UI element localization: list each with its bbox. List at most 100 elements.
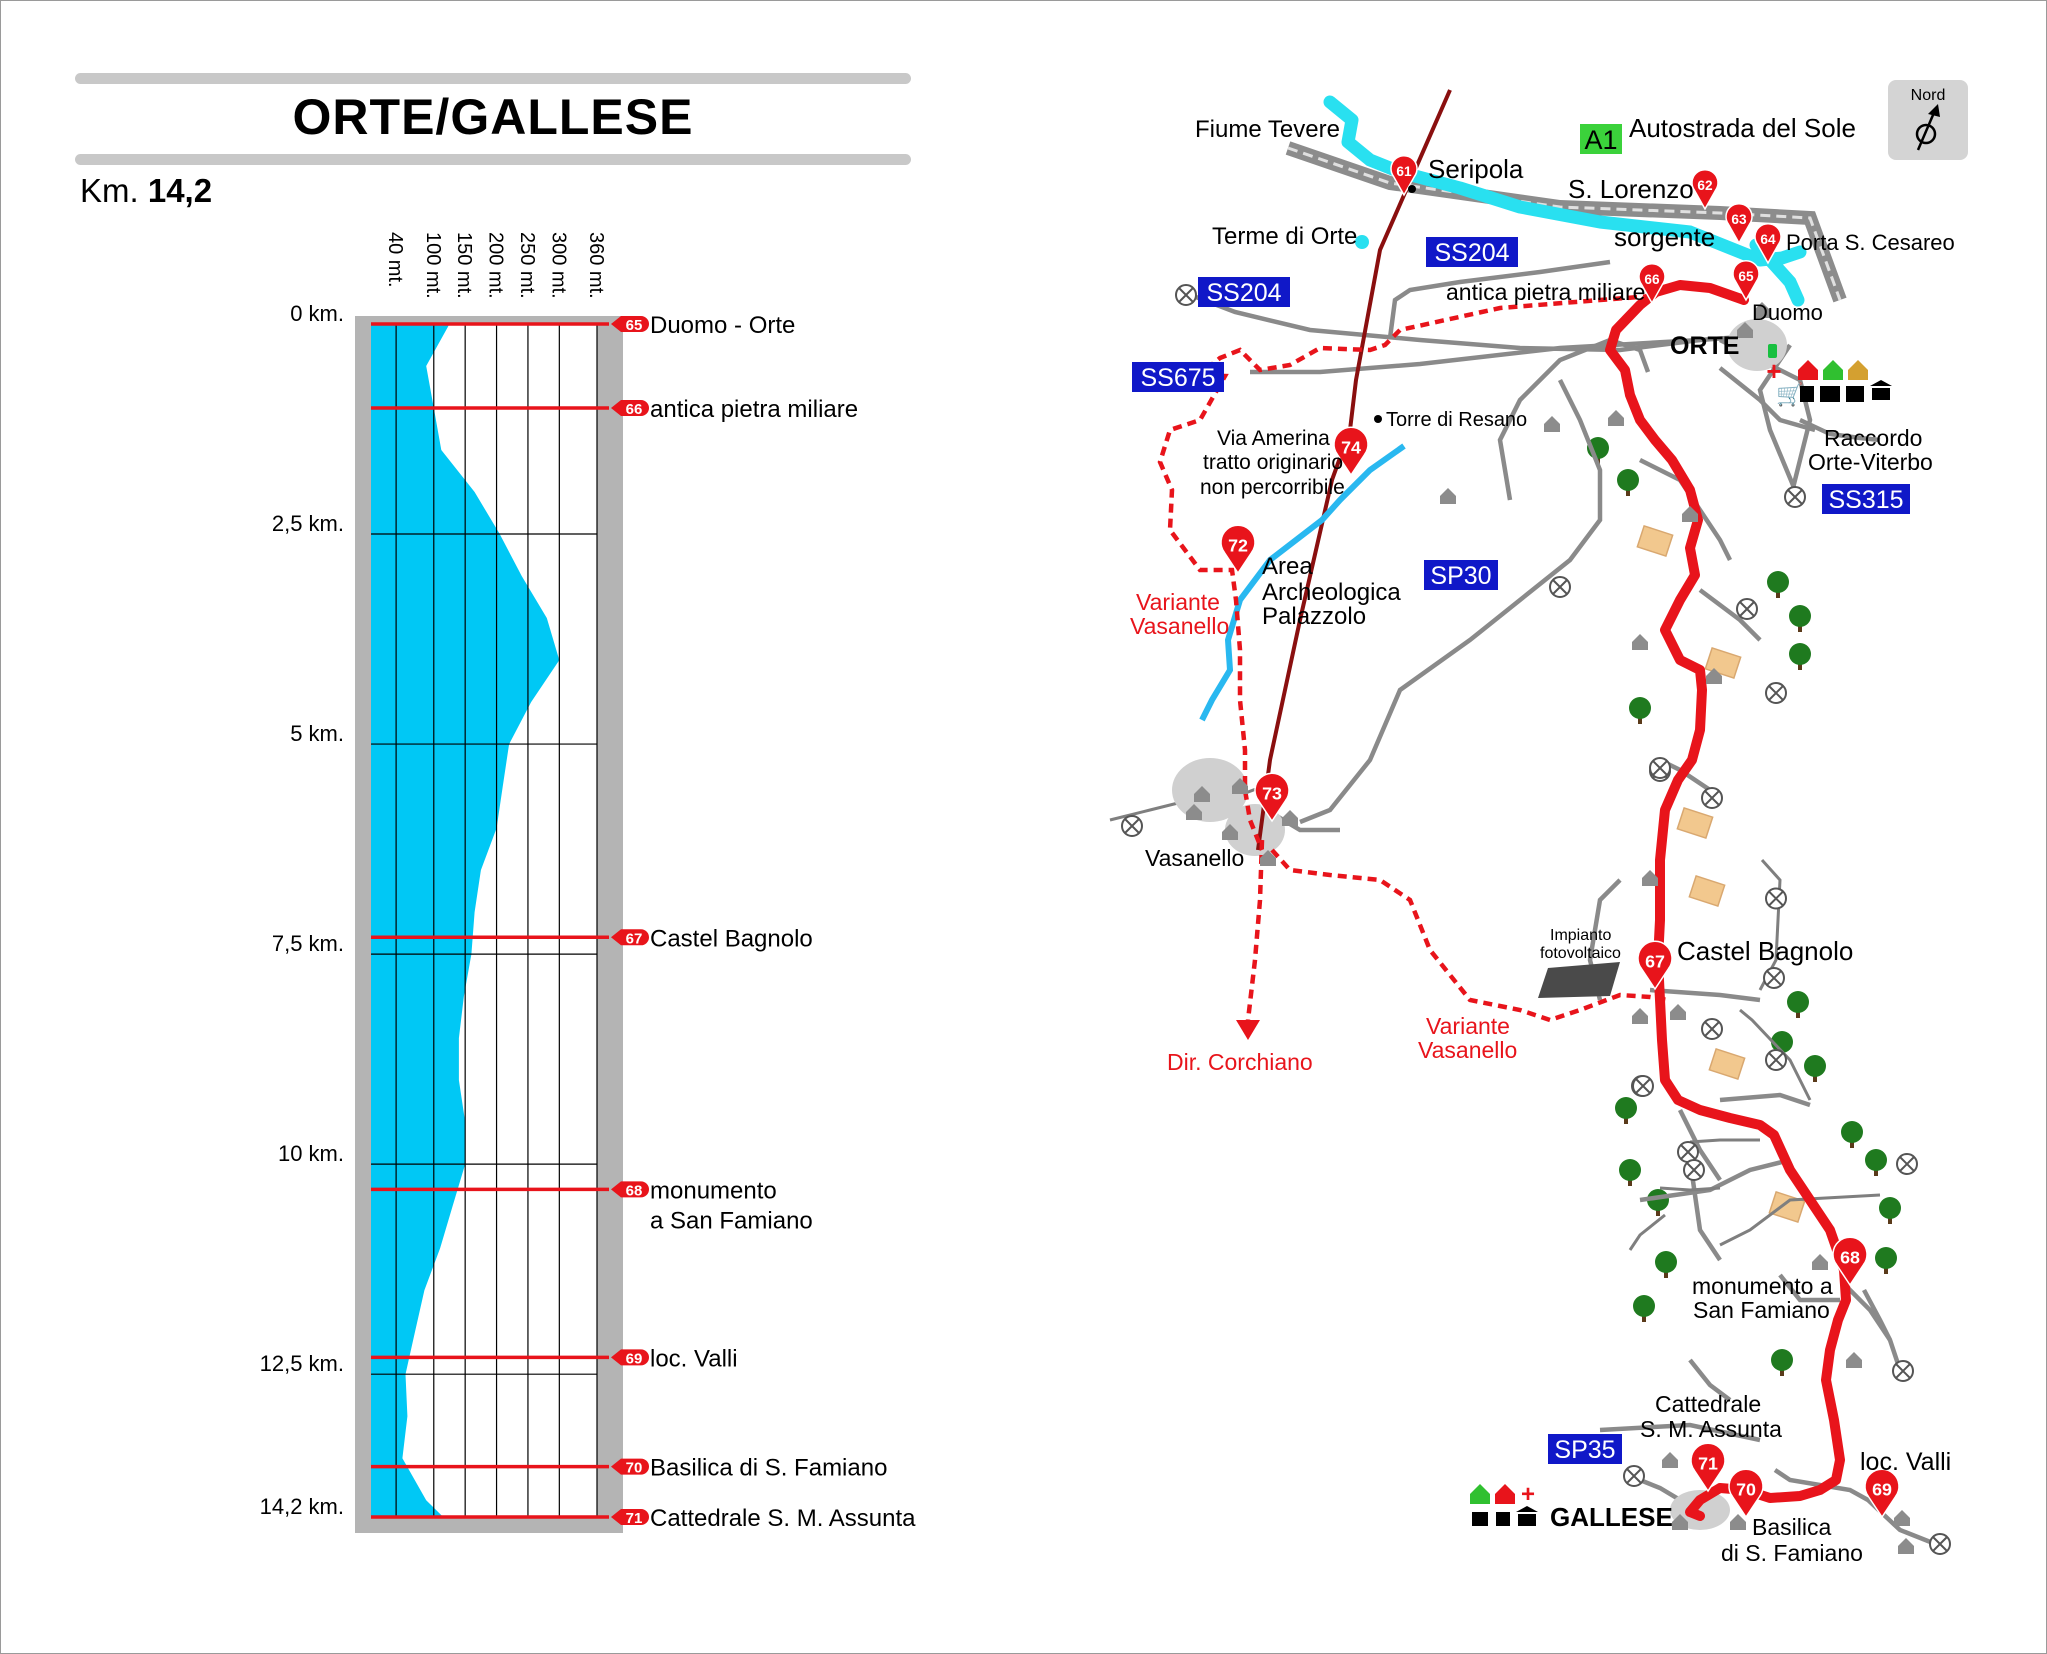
fountain-icon-gallese <box>1496 1512 1510 1526</box>
house-icon <box>1754 302 1770 318</box>
stop-name: Castel Bagnolo <box>650 925 813 952</box>
stop-badge <box>611 929 649 946</box>
house-icon <box>1232 778 1248 794</box>
house-icon <box>1846 1352 1862 1368</box>
tree-icon <box>1841 1121 1863 1143</box>
altitude-tick-label: 150 mt. <box>453 232 475 299</box>
altitude-tick-label: 40 mt. <box>384 232 406 288</box>
stop-marker-number: 62 <box>1697 178 1713 193</box>
label-variante-2: Variante <box>1426 1013 1510 1039</box>
label-s-lorenzo: S. Lorenzo <box>1568 174 1694 204</box>
badge-ss675: SS675 <box>1140 364 1215 392</box>
label-vasanello-1: Vasanello <box>1130 613 1229 639</box>
stop-number: 69 <box>626 1350 643 1367</box>
stop-badge <box>611 316 649 332</box>
badge-ss204-west: SS204 <box>1206 279 1281 307</box>
tree-icon <box>1789 643 1811 665</box>
tree-icon <box>1771 1349 1793 1371</box>
label-non-percorribile: non percorribile <box>1200 476 1345 499</box>
bus-icon <box>1846 386 1864 402</box>
trash-bin-icon <box>1768 344 1777 358</box>
label-raccordo: Raccordo <box>1824 425 1922 451</box>
house-icon <box>1608 410 1624 426</box>
house-icon <box>1730 1514 1746 1530</box>
variante-vasanello-route <box>1157 293 1669 1023</box>
stop-marker-number: 71 <box>1698 1454 1718 1474</box>
stop-marker-number: 65 <box>1738 269 1754 284</box>
stop-marker-pin <box>1832 1236 1868 1287</box>
stop-marker-pin <box>1220 524 1256 575</box>
house-icon <box>1812 1254 1828 1270</box>
tree-icon <box>1879 1197 1901 1219</box>
label-duomo: Duomo <box>1752 300 1823 325</box>
stop-marker-pin <box>1691 168 1719 211</box>
label-seripola: Seripola <box>1428 154 1524 184</box>
stop-name: antica pietra miliare <box>650 396 858 423</box>
houses <box>1186 302 1914 1554</box>
first-aid-icon: + <box>1766 356 1781 386</box>
orte-service-icons: + 🛒 <box>1766 344 1892 407</box>
badge-ss204-east: SS204 <box>1434 239 1509 267</box>
tree-icon <box>1865 1149 1887 1171</box>
label-terme-di-orte: Terme di Orte <box>1212 223 1357 250</box>
shop-icon: 🛒 <box>1776 382 1803 407</box>
stop-marker-number: 66 <box>1644 272 1660 287</box>
stop-marker-pin <box>1333 426 1369 477</box>
tree-icon <box>1615 1097 1637 1119</box>
stop-number: 67 <box>626 930 643 947</box>
title-rule-bottom <box>75 154 911 165</box>
stop-badge <box>611 1509 649 1525</box>
stop-marker-number: 73 <box>1262 784 1282 804</box>
label-monumento-a: monumento a <box>1692 1273 1833 1299</box>
north-indicator: Nord <box>1888 80 1968 160</box>
tree-icon <box>1875 1247 1897 1269</box>
tree-icon <box>1789 605 1811 627</box>
km-tick-label: 7,5 km. <box>272 931 344 956</box>
shop-icon-gallese <box>1472 1512 1488 1526</box>
bnb-icon <box>1848 360 1868 380</box>
stop-marker-number: 61 <box>1396 164 1412 179</box>
badge-sp35: SP35 <box>1554 1436 1615 1464</box>
house-icon <box>1194 786 1210 802</box>
road-badges: SS204 SS204 SS675 SP30 SS315 SP35 A1 <box>1132 124 1910 1464</box>
altitude-tick-label: 100 mt. <box>422 232 444 299</box>
stop-number: 71 <box>626 1510 643 1527</box>
stop-name: monumento <box>650 1177 777 1204</box>
label-tratto-originario: tratto originario <box>1203 451 1343 474</box>
profile-grid <box>371 323 598 1518</box>
label-via-amerina: Via Amerina <box>1217 427 1330 450</box>
label-dir-corchiano: Dir. Corchiano <box>1167 1049 1313 1075</box>
altitude-tick-labels: 40 mt.100 mt.150 mt.200 mt.250 mt.300 mt… <box>384 232 607 299</box>
altitude-tick-label: 360 mt. <box>585 232 607 299</box>
stop-marker-number: 72 <box>1228 536 1248 556</box>
stop-marker-pin <box>1732 259 1760 302</box>
stop-number: 68 <box>626 1182 643 1199</box>
house-icon <box>1642 870 1658 886</box>
stop-marker-pin <box>1254 772 1290 823</box>
title-rule-top <box>75 73 911 84</box>
impianto-fotovoltaico-shape <box>1538 962 1620 998</box>
stop-badge <box>611 1349 649 1366</box>
stop-name: Basilica di S. Famiano <box>650 1455 887 1482</box>
badge-ss315: SS315 <box>1828 486 1903 514</box>
label-vasanello-2: Vasanello <box>1418 1037 1517 1063</box>
label-s-m-assunta: S. M. Assunta <box>1640 1416 1782 1442</box>
stop-marker-number: 67 <box>1645 952 1665 972</box>
km-tick-label: 0 km. <box>290 301 344 326</box>
label-sorgente: sorgente <box>1614 222 1715 252</box>
museum-icon <box>1870 380 1892 400</box>
label-area: Area <box>1262 553 1313 580</box>
hostel-icon-gallese <box>1470 1484 1490 1504</box>
badge-sp30: SP30 <box>1430 562 1491 590</box>
stop-marker-pin <box>1637 940 1673 991</box>
stop-badge <box>611 1458 649 1475</box>
stop-marker-number: 68 <box>1840 1248 1860 1268</box>
stop-marker-pin <box>1725 202 1753 245</box>
stop-number: 66 <box>626 401 643 418</box>
tree-icon <box>1767 571 1789 593</box>
hotel-icon-gallese <box>1495 1484 1515 1504</box>
house-icon <box>1682 506 1698 522</box>
